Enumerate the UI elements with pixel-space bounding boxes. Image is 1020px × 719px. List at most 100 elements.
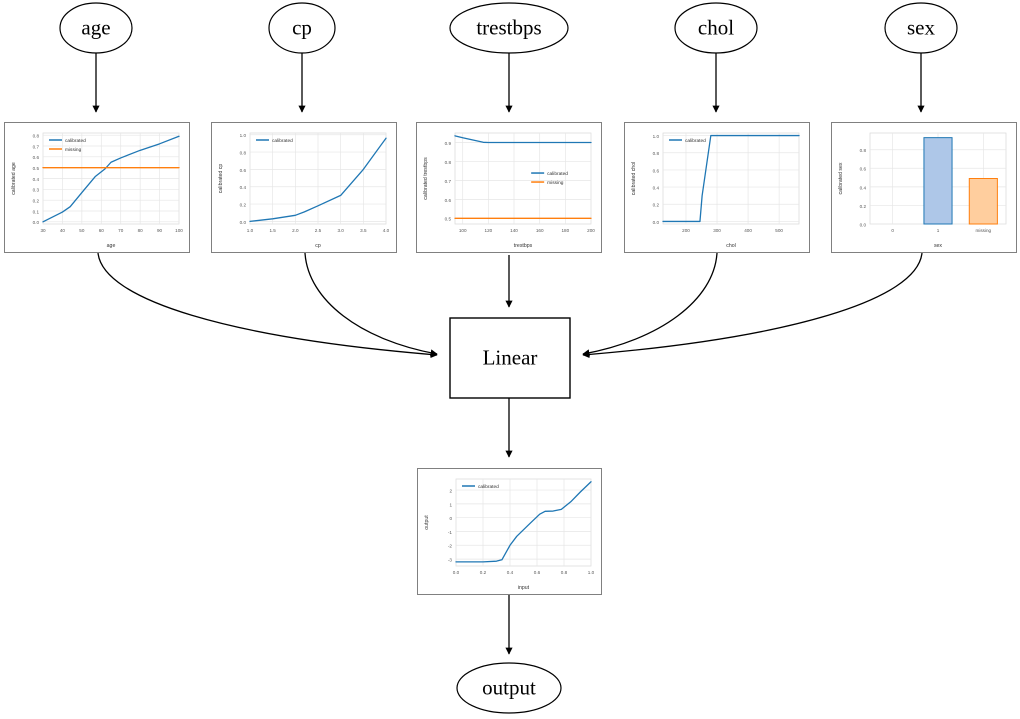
svg-text:0.4: 0.4 [653,185,660,190]
plot-panel-sex[interactable]: 0.0 0.2 0.4 0.6 0.8 0 1 missing sex calibrated se… [831,122,1017,253]
node-linear[interactable] [449,317,571,399]
node-chol[interactable] [674,2,758,54]
plot-panel-cp[interactable]: 0.0 0.2 0.4 0.6 0.8 1.0 1.0 1.5 2.0 2.5 3.0 3.5 4.0 c… [211,122,397,253]
svg-text:0: 0 [449,516,452,521]
svg-text:0.2: 0.2 [480,570,487,575]
svg-text:trestbps: trestbps [514,243,533,249]
svg-text:200: 200 [587,228,595,233]
node-sex[interactable] [884,2,958,54]
edge-age-plot-to-linear [97,252,438,359]
svg-text:1.0: 1.0 [247,228,254,233]
node-trestbps[interactable] [449,2,569,54]
node-age[interactable] [59,2,133,54]
svg-text:0.0: 0.0 [653,220,660,225]
svg-text:0.6: 0.6 [860,167,867,172]
svg-text:1.0: 1.0 [240,133,247,138]
svg-text:output: output [424,515,430,530]
svg-text:sex: sex [934,243,942,249]
svg-text:50: 50 [79,228,85,233]
edge-chol-plot-to-linear [582,252,718,357]
svg-text:chol: chol [726,243,736,249]
chart-sex: 0.0 0.2 0.4 0.6 0.8 0 1 missing sex calibrated se… [838,132,1007,249]
svg-text:400: 400 [744,228,752,233]
svg-text:0.8: 0.8 [653,151,660,156]
svg-text:0.3: 0.3 [33,188,40,193]
svg-text:0.4: 0.4 [240,185,247,190]
svg-text:0.1: 0.1 [33,209,40,214]
svg-text:0.8: 0.8 [860,148,867,153]
svg-text:40: 40 [60,228,66,233]
svg-text:90: 90 [157,228,163,233]
svg-text:0.5: 0.5 [445,217,452,222]
svg-text:0.4: 0.4 [860,185,867,190]
svg-text:calibrated cp: calibrated cp [218,164,224,194]
svg-text:120: 120 [485,228,493,233]
svg-text:0.0: 0.0 [453,570,460,575]
svg-text:1: 1 [449,502,452,507]
svg-text:180: 180 [562,228,570,233]
svg-text:calibrated: calibrated [478,484,499,490]
svg-text:0.0: 0.0 [240,220,247,225]
svg-text:-3: -3 [448,557,453,562]
svg-text:0.2: 0.2 [653,203,660,208]
svg-text:0.8: 0.8 [561,570,568,575]
svg-text:200: 200 [682,228,690,233]
svg-text:calibrated chol: calibrated chol [631,162,637,195]
svg-text:missing: missing [976,228,992,233]
svg-text:0.6: 0.6 [653,168,660,173]
node-output[interactable] [456,662,562,714]
svg-text:0.6: 0.6 [240,168,247,173]
svg-text:2: 2 [449,488,452,493]
svg-text:3.0: 3.0 [337,228,344,233]
svg-text:calibrated sex: calibrated sex [838,162,844,194]
svg-text:0.2: 0.2 [860,204,867,209]
svg-text:0.6: 0.6 [534,570,541,575]
svg-text:0.7: 0.7 [445,179,452,184]
svg-text:0.5: 0.5 [33,166,40,171]
svg-text:-1: -1 [448,530,453,535]
svg-text:missing: missing [547,180,564,186]
svg-text:0.7: 0.7 [33,144,40,149]
svg-text:160: 160 [536,228,544,233]
chart-cp: 0.0 0.2 0.4 0.6 0.8 1.0 1.0 1.5 2.0 2.5 3.0 3.5 4.0 c… [218,132,390,249]
svg-text:missing: missing [65,147,82,153]
svg-text:4.0: 4.0 [383,228,390,233]
svg-text:1.0: 1.0 [653,134,660,139]
svg-text:0.8: 0.8 [240,150,247,155]
svg-text:0.2: 0.2 [240,202,247,207]
svg-text:0.0: 0.0 [860,222,867,227]
node-cp[interactable] [268,2,336,54]
svg-text:1: 1 [937,228,940,233]
svg-text:2.5: 2.5 [315,228,322,233]
svg-text:100: 100 [175,228,183,233]
svg-text:calibrated: calibrated [547,171,568,177]
svg-text:1.0: 1.0 [588,570,595,575]
svg-text:calibrated trestbps: calibrated trestbps [423,157,429,200]
svg-text:input: input [518,585,530,591]
svg-text:0.8: 0.8 [445,160,452,165]
svg-text:1.5: 1.5 [269,228,276,233]
svg-text:0.4: 0.4 [507,570,514,575]
svg-text:2.0: 2.0 [292,228,299,233]
svg-text:80: 80 [138,228,144,233]
svg-text:60: 60 [99,228,105,233]
svg-text:0.4: 0.4 [33,177,40,182]
svg-text:3.5: 3.5 [360,228,367,233]
svg-text:calibrated: calibrated [272,138,293,144]
svg-text:500: 500 [775,228,783,233]
svg-text:calibrated: calibrated [685,138,706,144]
svg-text:0: 0 [891,228,894,233]
svg-text:70: 70 [118,228,124,233]
svg-text:0.6: 0.6 [33,155,40,160]
svg-text:cp: cp [315,243,321,249]
svg-text:100: 100 [459,228,467,233]
